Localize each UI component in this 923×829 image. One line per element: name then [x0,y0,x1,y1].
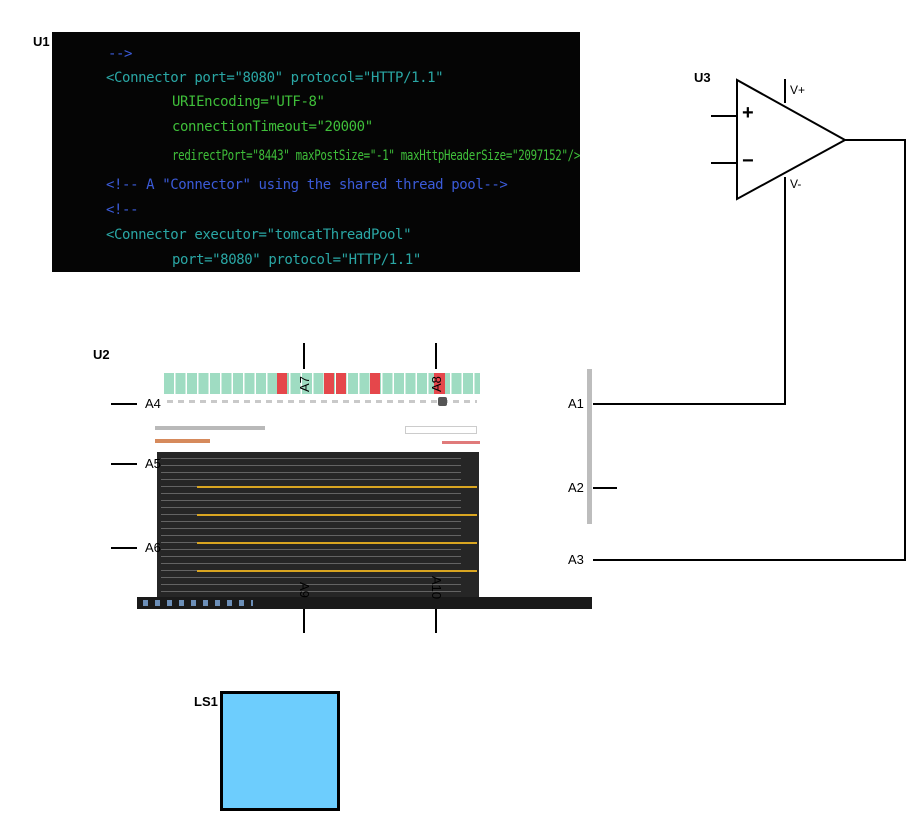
code-line: redirectPort="8443" maxPostSize="-1" max… [172,148,580,164]
scrollbar[interactable] [587,369,592,524]
u3-ref-label: U3 [694,70,711,85]
op-amp-vminus-label: V- [790,177,802,191]
wire-output-a3 [593,139,906,561]
wire-vminus-a1 [593,200,786,405]
pin-label-a8: A8 [429,376,444,392]
op-amp-vplus-label: V+ [790,83,806,97]
pin-label-a7: A7 [297,376,312,392]
taskbar[interactable] [137,597,592,609]
op-amp-plus-sign: + [742,102,754,124]
op-amp-body[interactable] [736,78,848,201]
pin-label-a9: A9 [297,582,312,598]
code-line: <Connector port="8080" protocol="HTTP/1.… [106,70,444,86]
u2-app-screenshot[interactable] [137,369,592,609]
op-amp-minus-sign: − [742,150,754,172]
code-line: port="8080" protocol="HTTP/1.1" [172,252,421,268]
pin-label-a3: A3 [568,552,584,567]
pin-label-a5: A5 [145,456,161,471]
u1-code-screenshot[interactable]: --> <Connector port="8080" protocol="HTT… [52,32,580,272]
code-line: URIEncoding="UTF-8" [172,94,325,110]
status-bars [164,373,480,394]
pin-label-a10: A10 [429,576,444,600]
pin-label-a1: A1 [568,396,584,411]
code-line: --> [108,46,133,62]
code-line: <!-- A "Connector" using the shared thre… [106,177,508,193]
terminal-panel[interactable] [157,452,479,597]
pin-label-a4: A4 [145,396,161,411]
code-line: <Connector executor="tomcatThreadPool" [106,227,412,243]
pin-label-a2: A2 [568,480,584,495]
pin-label-a6: A6 [145,540,161,555]
code-line: connectionTimeout="20000" [172,119,373,135]
u2-ref-label: U2 [93,347,110,362]
ls1-ref-label: LS1 [194,694,218,709]
status-indicator-icon [438,397,447,406]
code-line: <!-- [106,202,139,218]
ls1-speaker-block[interactable] [220,691,340,811]
u1-ref-label: U1 [33,34,50,49]
